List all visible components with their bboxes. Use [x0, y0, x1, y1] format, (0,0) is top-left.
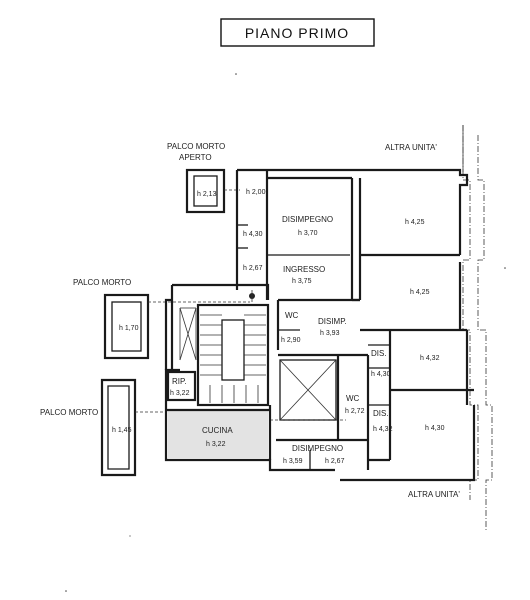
room-disimpegno-top: DISIMPEGNO h 3,70 INGRESSO h 3,75 [267, 176, 354, 300]
cucina-height: h 3,22 [206, 441, 226, 448]
neighbor-bottom-label: ALTRA UNITA' [408, 490, 460, 499]
disimp-mid-height: h 3,93 [320, 330, 340, 337]
room2-height: h 4,25 [410, 289, 430, 296]
light-well [270, 359, 346, 421]
wc-lower-label: WC [346, 394, 360, 403]
palco-top-label-2: APERTO [179, 153, 212, 162]
dis1-height: h 4,30 [371, 371, 391, 378]
ingresso-label: INGRESSO [283, 265, 325, 274]
wc-upper-label: WC [285, 311, 299, 320]
rip-label: RIP. [172, 377, 187, 386]
room-disimp-mid: WC h 2,90 DISIMP. h 3,93 [276, 298, 368, 357]
dis2-height: h 4,32 [373, 426, 393, 433]
corridor-left: h 2,00 h 4,30 h 2,67 [235, 168, 269, 300]
ingresso-height: h 3,75 [292, 278, 312, 285]
rooms-right: h 4,25 h 4,25 h 4,32 h 4,30 DIS. h 4,30 … [352, 178, 474, 460]
disimpegno-bottom-height-2: h 2,67 [325, 458, 345, 465]
stairwell [179, 290, 270, 407]
palco-morto-aperto: PALCO MORTO APERTO h 2,13 [167, 142, 240, 214]
disimp-mid-label: DISIMP. [318, 317, 347, 326]
dis2-label: DIS. [373, 409, 389, 418]
palco-top-height: h 2,13 [197, 191, 217, 198]
room1-height: h 4,25 [405, 219, 425, 226]
palco-morto-low: PALCO MORTO h 1,45 [40, 378, 166, 477]
corridor-height-3: h 2,67 [243, 265, 263, 272]
room3-height: h 4,32 [420, 355, 440, 362]
disimpegno-bottom-label: DISIMPEGNO [292, 444, 343, 453]
corridor-height-1: h 2,00 [246, 189, 266, 196]
scan-specks [65, 73, 506, 592]
neighbor-top-label: ALTRA UNITA' [385, 143, 437, 152]
disimpegno-top-label: DISIMPEGNO [282, 215, 333, 224]
palco-low-label: PALCO MORTO [40, 408, 98, 417]
palco-mid-height: h 1,70 [119, 325, 139, 332]
room4-height: h 4,30 [425, 425, 445, 432]
wc-lower-height: h 2,72 [345, 408, 365, 415]
title-text: PIANO PRIMO [245, 25, 349, 41]
palco-top-label-1: PALCO MORTO [167, 142, 225, 151]
palco-low-height: h 1,45 [112, 427, 132, 434]
cucina-label: CUCINA [202, 426, 233, 435]
room-disimpegno-bottom: DISIMPEGNO h 3,59 h 2,67 [276, 438, 390, 470]
disimpegno-top-height: h 3,70 [298, 230, 318, 237]
room-cucina: CUCINA h 3,22 [166, 405, 272, 460]
wc-upper-height: h 2,90 [281, 337, 301, 344]
disimpegno-bottom-height-1: h 3,59 [283, 458, 303, 465]
corridor-height-2: h 4,30 [243, 231, 263, 238]
title-box: PIANO PRIMO [220, 18, 375, 47]
rip-height: h 3,22 [170, 390, 190, 397]
dis1-label: DIS. [371, 349, 387, 358]
palco-mid-label: PALCO MORTO [73, 278, 131, 287]
room-rip: RIP. h 3,22 [166, 370, 197, 402]
palco-morto-mid: PALCO MORTO h 1,70 [73, 278, 250, 360]
